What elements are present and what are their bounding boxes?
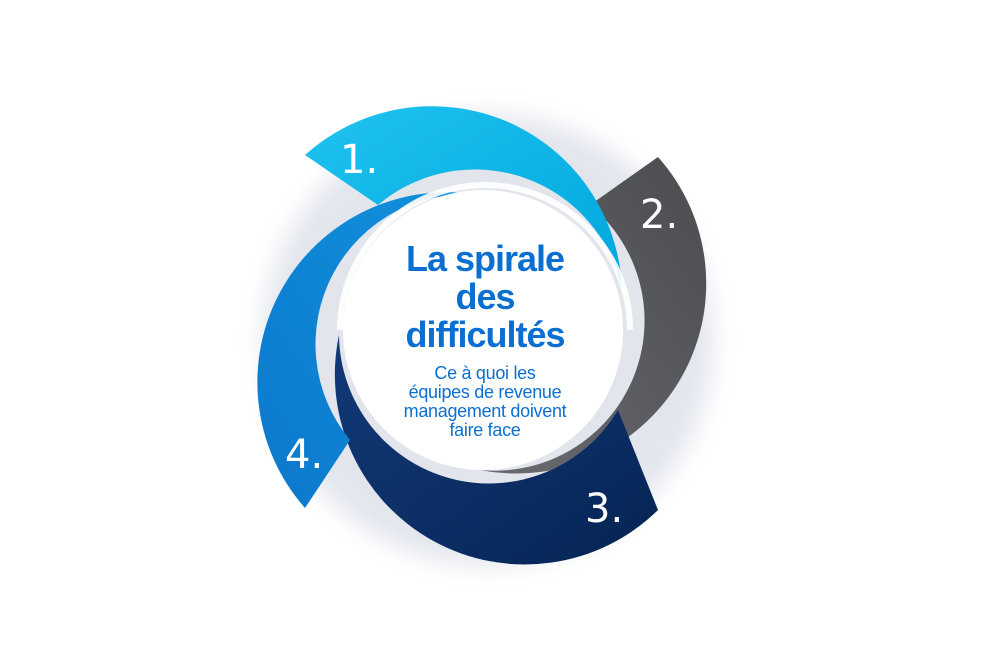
segment-1-label: 1. — [340, 137, 378, 183]
segment-3 — [334, 335, 658, 565]
subtitle-block: Ce à quoi les équipes de revenue managem… — [370, 364, 600, 440]
segment-4 — [257, 192, 480, 509]
title-line-1: La spirale — [405, 238, 565, 279]
segment-2-label: 2. — [640, 192, 678, 238]
title-line-2: des — [455, 276, 515, 317]
segment-1 — [305, 106, 622, 290]
segment-4-label: 4. — [285, 432, 323, 478]
subtitle-line-1: Ce à quoi les — [434, 363, 536, 383]
center-text-block: La spirale des difficultés Ce à quoi les… — [370, 240, 600, 440]
subtitle-line-2: équipes de revenue — [408, 382, 562, 402]
segment-3-label: 3. — [585, 486, 623, 532]
subtitle-line-4: faire face — [449, 420, 521, 440]
center-circle — [343, 190, 623, 470]
segment-2 — [480, 157, 707, 474]
title-line-3: difficultés — [405, 314, 565, 355]
subtitle-line-3: management doivent — [403, 401, 567, 421]
